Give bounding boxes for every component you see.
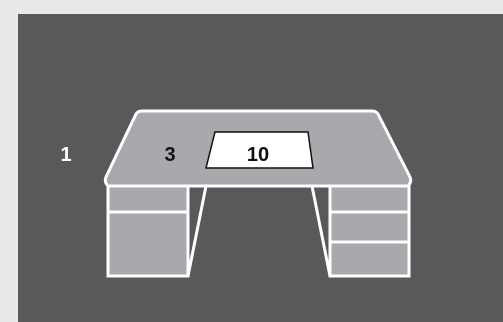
right-pedestal-body	[330, 186, 409, 276]
right-pedestal	[330, 186, 409, 276]
label-outside: 1	[60, 144, 71, 166]
label-paper: 10	[247, 144, 269, 166]
left-leg-brace	[188, 186, 206, 276]
label-desk-surface: 3	[164, 144, 175, 166]
right-leg-brace	[312, 186, 330, 276]
left-pedestal	[108, 186, 188, 276]
left-pedestal-body	[108, 186, 188, 276]
